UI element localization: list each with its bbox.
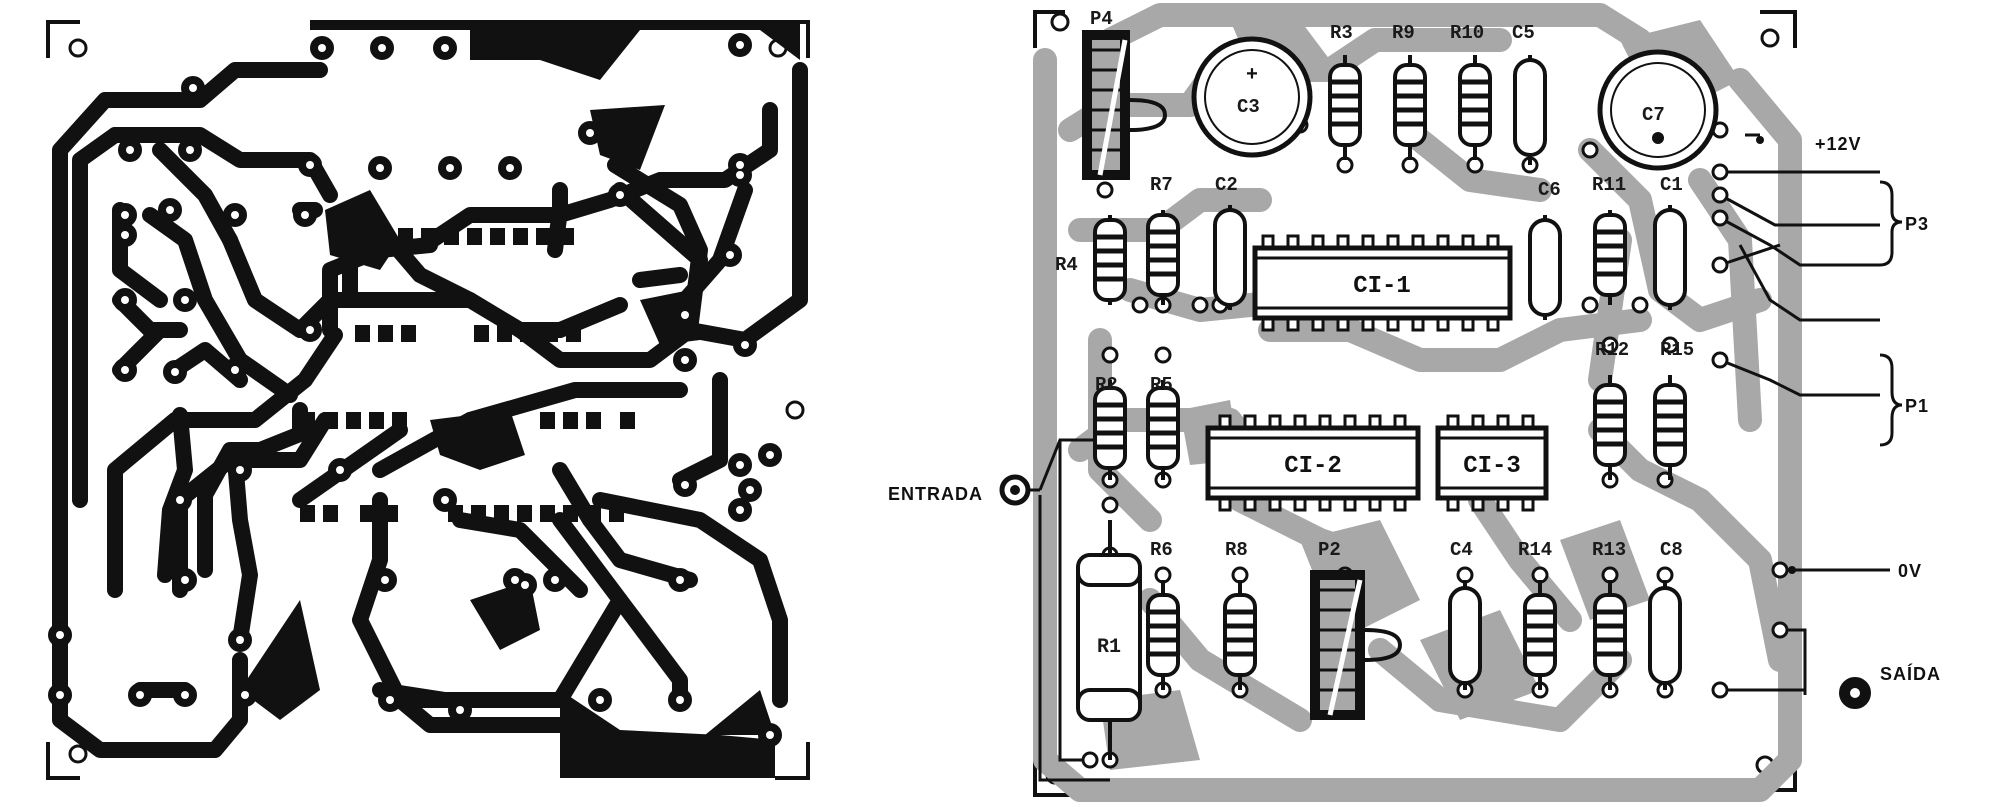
label-plus-12v: +12V xyxy=(1815,134,1862,154)
capacitor-c5-icon xyxy=(1513,55,1547,165)
label-c4: C4 xyxy=(1450,539,1473,561)
ic-ci2-icon xyxy=(1205,414,1421,512)
resistor-r12-icon xyxy=(1593,375,1627,480)
resistor-r4-icon xyxy=(1093,215,1127,305)
label-r3: R3 xyxy=(1330,22,1353,44)
label-ci1: CI-1 xyxy=(1353,273,1411,300)
label-0v: 0V xyxy=(1898,561,1922,581)
label-r11: R11 xyxy=(1592,174,1626,196)
c7-capacitor-icon xyxy=(1597,49,1719,171)
label-p3: P3 xyxy=(1905,214,1929,234)
label-c8: C8 xyxy=(1660,539,1683,561)
resistor-r15-icon xyxy=(1653,375,1687,480)
round-pads xyxy=(48,33,782,747)
label-r15: R15 xyxy=(1660,339,1694,361)
label-r8: R8 xyxy=(1225,539,1248,561)
pad-row-1 xyxy=(375,228,574,245)
external-terminals xyxy=(999,136,1871,709)
label-r14: R14 xyxy=(1518,539,1552,561)
label-ci3: CI-3 xyxy=(1463,453,1521,480)
component-labels: P4 R3 R9 R10 C5 C3 C7 R7 C2 R4 C6 R11 C1… xyxy=(1055,8,1694,659)
resistor-r8-icon xyxy=(1223,580,1257,690)
svg-text:+: + xyxy=(1246,63,1258,85)
capacitor-c8-icon xyxy=(1648,580,1682,690)
capacitor-c6-icon xyxy=(1528,215,1562,320)
resistor-r9-icon xyxy=(1393,55,1427,160)
label-c2: C2 xyxy=(1215,174,1238,196)
label-entrada: ENTRADA xyxy=(888,484,983,504)
braces xyxy=(1879,180,1903,447)
label-r2: R2 xyxy=(1095,374,1118,396)
capacitor-c1-icon xyxy=(1653,205,1687,310)
label-c6: C6 xyxy=(1538,179,1561,201)
capacitor-c4-icon xyxy=(1448,580,1482,690)
copper-traces xyxy=(52,62,808,758)
external-labels: +12V P3 P1 ENTRADA 0V SAÍDA xyxy=(888,134,1941,684)
resistor-r3-icon xyxy=(1328,55,1362,160)
label-c7: C7 xyxy=(1642,104,1665,126)
label-r4: R4 xyxy=(1055,254,1078,276)
left-mount-holes xyxy=(68,38,805,764)
resistor-r14-icon xyxy=(1523,580,1557,690)
pad-row-4 xyxy=(300,505,624,522)
label-r7: R7 xyxy=(1150,174,1173,196)
label-r13: R13 xyxy=(1592,539,1626,561)
p3-brace-icon xyxy=(1879,180,1903,267)
label-r12: R12 xyxy=(1595,339,1629,361)
ic-pad-rows xyxy=(300,228,635,522)
label-p1: P1 xyxy=(1905,396,1929,416)
label-p2: P2 xyxy=(1318,539,1341,561)
resistor-r7-icon xyxy=(1146,210,1180,305)
resistor-r6-icon xyxy=(1146,580,1180,690)
resistor-r13-icon xyxy=(1593,580,1627,690)
label-r6: R6 xyxy=(1150,539,1173,561)
component-layout: + xyxy=(888,3,1941,802)
label-c1: C1 xyxy=(1660,174,1683,196)
c3-capacitor-icon: + xyxy=(1191,36,1313,158)
ic-ci1-icon xyxy=(1252,234,1513,332)
copper-layout xyxy=(46,20,810,780)
label-c3: C3 xyxy=(1237,96,1260,118)
label-r5: R5 xyxy=(1150,374,1173,396)
resistor-r5-icon xyxy=(1146,380,1180,480)
capacitor-c2-icon xyxy=(1213,205,1247,310)
p4-trimmer-icon xyxy=(1082,30,1168,180)
capacitors xyxy=(1213,55,1687,690)
resistor-r11-icon xyxy=(1593,210,1627,305)
external-wiring xyxy=(1015,118,1890,782)
pad-row-3 xyxy=(300,412,635,429)
label-r1: R1 xyxy=(1097,636,1121,659)
resistor-r2-icon xyxy=(1093,380,1127,480)
label-saida: SAÍDA xyxy=(1880,663,1941,684)
p2-trimmer-icon xyxy=(1310,570,1403,720)
label-r10: R10 xyxy=(1450,22,1484,44)
pad-row-2 xyxy=(355,325,581,342)
label-ci2: CI-2 xyxy=(1284,453,1342,480)
resistor-r10-icon xyxy=(1458,55,1492,160)
p1-brace-icon xyxy=(1879,353,1903,447)
resistor-r1-icon xyxy=(1076,520,1142,760)
ic-ci3-icon xyxy=(1435,414,1549,512)
label-p4: P4 xyxy=(1090,8,1113,30)
label-r9: R9 xyxy=(1392,22,1415,44)
resistors xyxy=(1093,55,1687,690)
label-c5: C5 xyxy=(1512,22,1535,44)
